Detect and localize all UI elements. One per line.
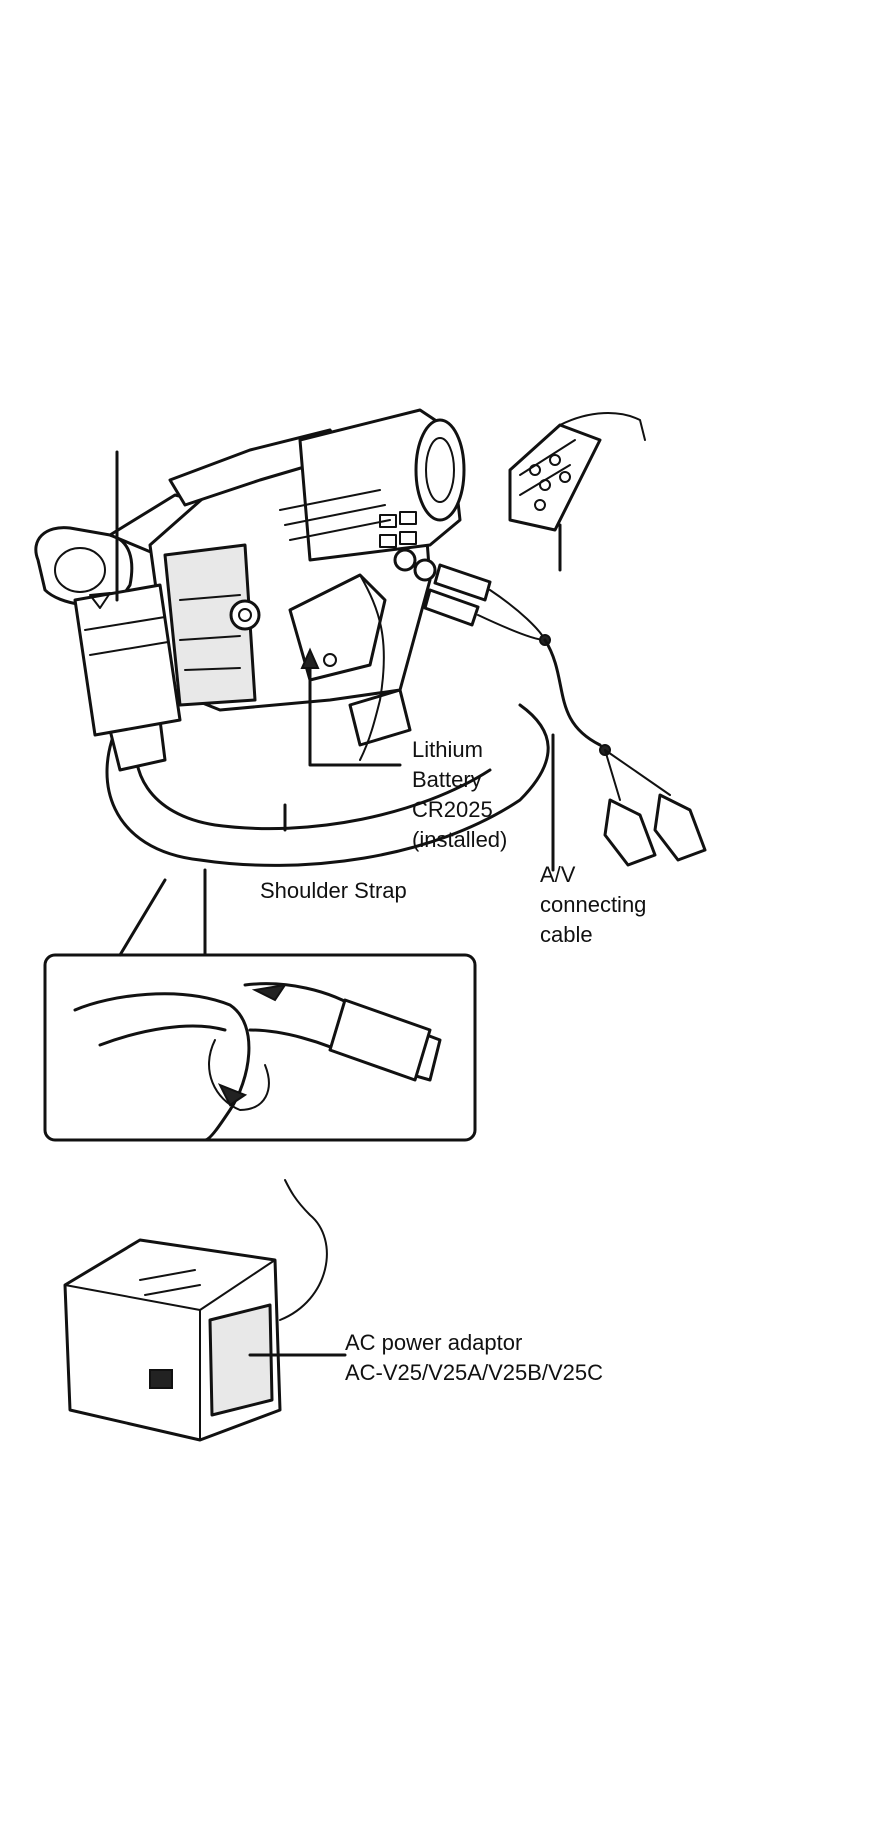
lithium-battery-label-line-2: Battery xyxy=(412,765,507,795)
av-cable-label: A/V connecting cable xyxy=(540,860,646,950)
shoulder-strap-label-text: Shoulder Strap xyxy=(260,878,407,903)
lithium-battery-label-line-3: CR2025 xyxy=(412,795,507,825)
shoulder-strap-label: Shoulder Strap xyxy=(260,876,407,906)
ac-adaptor-label: AC power adaptor AC-V25/V25A/V25B/V25C xyxy=(345,1328,603,1388)
ac-adaptor-label-line-2: AC-V25/V25A/V25B/V25C xyxy=(345,1358,603,1388)
ac-adaptor-cord xyxy=(280,1180,327,1320)
lithium-battery-label-line-4: (installed) xyxy=(412,825,507,855)
strap-attachment-inset xyxy=(45,870,475,1140)
battery-pack xyxy=(75,585,180,735)
ac-adaptor-label-line-1: AC power adaptor xyxy=(345,1328,603,1358)
av-cable-label-line-1: A/V xyxy=(540,860,646,890)
lithium-battery-label-line-1: Lithium xyxy=(412,735,507,765)
lens-front xyxy=(416,420,464,520)
av-cable-label-line-2: connecting xyxy=(540,890,646,920)
remote-commander-illustration xyxy=(510,413,645,570)
ac-adaptor-illustration xyxy=(65,1180,345,1440)
lithium-battery-label: Lithium Battery CR2025 (installed) xyxy=(412,735,507,855)
av-cable-label-line-3: cable xyxy=(540,920,646,950)
